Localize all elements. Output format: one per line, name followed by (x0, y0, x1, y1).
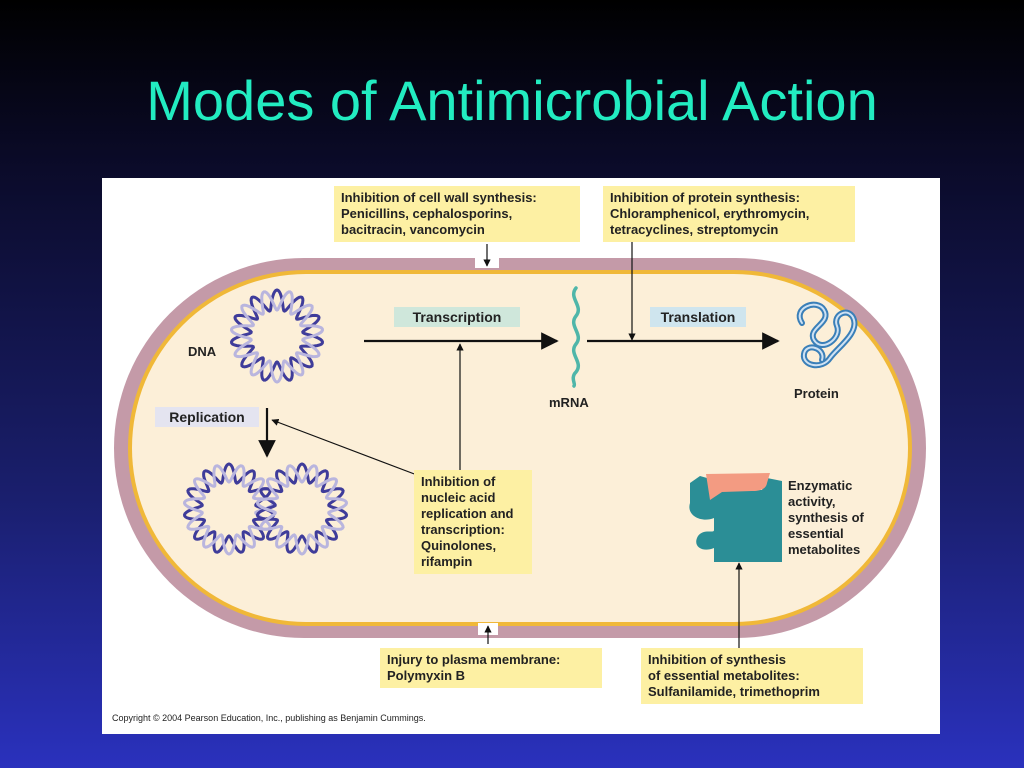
nucleic-acid-inhibition-box: Inhibition of nucleic acid replication a… (414, 470, 532, 574)
plasma-membrane-injury-box: Injury to plasma membrane: Polymyxin B (380, 648, 602, 688)
copyright-notice: Copyright © 2004 Pearson Education, Inc.… (112, 713, 426, 723)
antimicrobial-diagram: Inhibition of cell wall synthesis: Penic… (102, 178, 940, 734)
replication-tag: Replication (155, 407, 259, 427)
replicated-dna-left (182, 462, 276, 556)
page-title: Modes of Antimicrobial Action (146, 69, 878, 132)
mrna-label: mRNA (549, 395, 589, 410)
transcription-tag: Transcription (394, 307, 520, 327)
cell-diagram-graphic (114, 240, 926, 648)
mrna-strand (571, 286, 580, 388)
dna-label: DNA (188, 344, 217, 359)
dna-circle (229, 288, 325, 384)
enzymatic-activity-label: Enzymatic activity, synthesis of essenti… (788, 478, 864, 557)
protein-label: Protein (794, 386, 839, 401)
replicated-dna-right (255, 462, 349, 556)
cell-wall-inhibition-box: Inhibition of cell wall synthesis: Penic… (334, 186, 580, 242)
substrate-shape (706, 473, 770, 500)
protein-synthesis-inhibition-box: Inhibition of protein synthesis: Chloram… (603, 186, 855, 242)
metabolite-inhibition-box: Inhibition of synthesis of essential met… (641, 648, 863, 704)
translation-tag: Translation (650, 307, 746, 327)
